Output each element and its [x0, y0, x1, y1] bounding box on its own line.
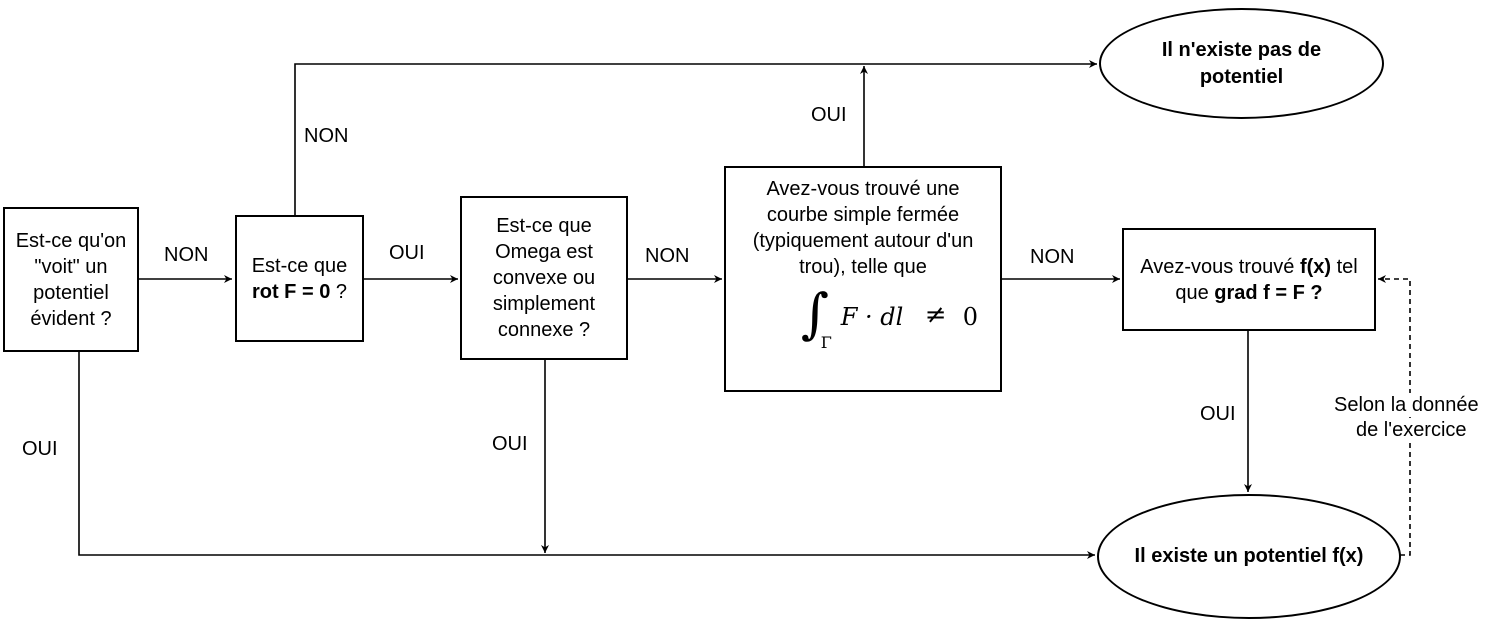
- node-rot-zero-question: ?: [330, 280, 348, 303]
- label-grad-oui: OUI: [1200, 403, 1236, 425]
- node-rot-zero: Est-ce que rot F = 0 ?: [235, 215, 364, 342]
- node-omega-convex: Est-ce que Omega est convexe ou simpleme…: [460, 196, 628, 360]
- label-feedback-line2: de l'exercice: [1356, 418, 1467, 442]
- label-feedback-line1: Selon la donnée: [1334, 393, 1479, 417]
- node-grad-found-text: tel: [1331, 255, 1358, 278]
- node-omega-convex-line: connexe ?: [497, 319, 591, 341]
- node-closed-curve-line: trou), telle que: [799, 256, 927, 278]
- integral-sign: ∫: [800, 282, 829, 345]
- node-omega-convex-line: Omega est: [495, 241, 593, 263]
- label-curve-oui: OUI: [811, 104, 847, 126]
- integral-relation: ≠: [924, 300, 947, 330]
- label-omega-oui: OUI: [492, 433, 528, 455]
- node-evident-potential-line: "voit" un: [34, 255, 108, 278]
- node-grad-found-text: Avez-vous trouvé: [1140, 255, 1300, 278]
- label-curve-non: NON: [1030, 246, 1075, 268]
- node-no-potential: Il n'existe pas de potentiel: [1099, 8, 1384, 119]
- node-potential-exists: Il existe un potentiel f(x): [1097, 494, 1401, 619]
- integral-formula: ∫ Γ F · dl ≠ 0: [753, 284, 978, 362]
- node-grad-found-text: que: [1175, 281, 1215, 304]
- node-closed-curve-line: Avez-vous trouvé une: [766, 178, 960, 200]
- node-grad-found-condition: grad f = F ?: [1214, 281, 1323, 304]
- edge-feedback-dashed: [1378, 275, 1411, 556]
- label-omega-non: NON: [645, 245, 690, 267]
- edge-rot-to-no-potential: [294, 60, 1097, 215]
- node-evident-potential-line: évident ?: [30, 307, 112, 330]
- node-no-potential-line: potentiel: [1199, 65, 1284, 88]
- label-start-non: NON: [164, 244, 209, 266]
- node-evident-potential-line: potentiel: [33, 281, 109, 304]
- node-evident-potential: Est-ce qu'on "voit" un potentiel évident…: [3, 207, 139, 352]
- node-evident-potential-line: Est-ce qu'on: [15, 229, 127, 252]
- integral-rhs: 0: [962, 303, 978, 331]
- label-rot-non: NON: [304, 125, 349, 147]
- integral-subscript: Γ: [820, 333, 832, 352]
- integral-integrand: F · dl: [840, 303, 904, 331]
- node-no-potential-line: Il n'existe pas de: [1161, 38, 1322, 61]
- node-closed-curve: Avez-vous trouvé une courbe simple fermé…: [724, 166, 1002, 392]
- node-rot-zero-line1: Est-ce que: [251, 254, 348, 277]
- node-potential-exists-text: Il existe un potentiel f(x): [1134, 545, 1364, 567]
- node-rot-zero-condition: rot F = 0: [251, 280, 331, 303]
- node-closed-curve-line: (typiquement autour d'un: [752, 230, 974, 252]
- label-start-oui: OUI: [22, 438, 58, 460]
- node-grad-found: Avez-vous trouvé f(x) tel que grad f = F…: [1122, 228, 1376, 331]
- node-closed-curve-line: courbe simple fermée: [766, 204, 960, 226]
- node-grad-found-fx: f(x): [1299, 255, 1332, 278]
- node-omega-convex-line: Est-ce que: [496, 215, 592, 237]
- edge-start-to-exists: [78, 351, 1095, 559]
- node-omega-convex-line: convexe ou: [492, 267, 596, 289]
- label-rot-oui: OUI: [389, 242, 425, 264]
- node-omega-convex-line: simplement: [492, 293, 596, 315]
